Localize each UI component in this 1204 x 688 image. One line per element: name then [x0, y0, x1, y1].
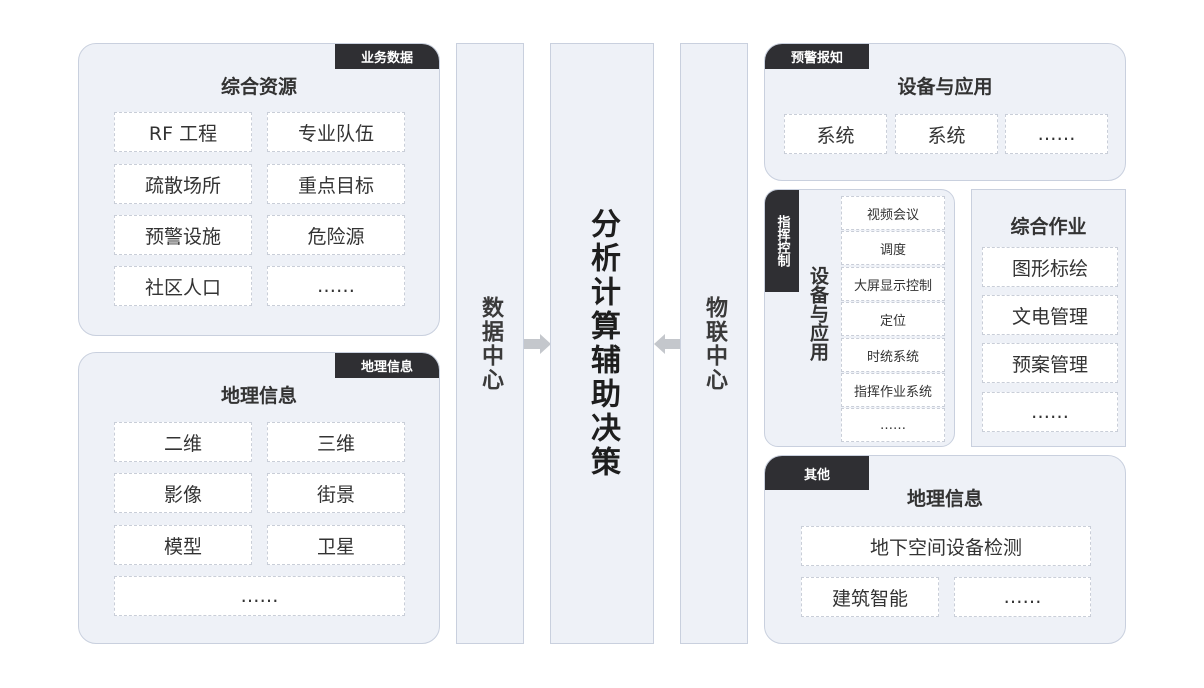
tag-business-data: 业务数据 — [335, 44, 439, 69]
item-more: …… — [841, 408, 945, 442]
item-satellite: 卫星 — [267, 525, 405, 565]
arrow-right-icon — [524, 334, 551, 354]
item-2d: 二维 — [114, 422, 252, 462]
label-data-center: 数据中心 — [478, 295, 503, 392]
item-telegram-management: 文电管理 — [982, 295, 1118, 335]
column-iot-center: 物联中心 — [680, 43, 748, 644]
item-graphic-plotting: 图形标绘 — [982, 247, 1118, 287]
item-building-intelligence: 建筑智能 — [801, 577, 939, 617]
item-community-population: 社区人口 — [114, 266, 252, 306]
label-analysis-decision: 分析计算辅助决策 — [585, 207, 620, 480]
arrow-left-icon — [654, 334, 681, 354]
panel-title-geo-info: 地理信息 — [220, 385, 297, 407]
panel-title-geo-info-other: 地理信息 — [906, 488, 983, 510]
item-more: …… — [267, 266, 405, 306]
panel-comprehensive-operations: 综合作业 图形标绘 文电管理 预案管理 …… — [971, 189, 1126, 447]
item-time-system: 时统系统 — [841, 338, 945, 372]
panel-command-control: 指挥控制 设备与应用 视频会议 调度 大屏显示控制 定位 时统系统 指挥作业系统… — [764, 189, 955, 447]
item-more: …… — [114, 576, 405, 616]
panel-early-warning: 预警报知 设备与应用 系统 系统 …… — [764, 43, 1126, 181]
item-street-view: 街景 — [267, 473, 405, 513]
item-plan-management: 预案管理 — [982, 343, 1118, 383]
panel-title-devices-apps: 设备与应用 — [897, 76, 993, 98]
item-rf-engineering: RF 工程 — [114, 112, 252, 152]
item-warning-facilities: 预警设施 — [114, 215, 252, 255]
panel-geo-info-left: 地理信息 地理信息 二维 三维 影像 街景 模型 卫星 …… — [78, 352, 440, 644]
item-more: …… — [954, 577, 1091, 617]
label-devices-apps-vertical: 设备与应用 — [807, 266, 829, 361]
item-command-operation-system: 指挥作业系统 — [841, 373, 945, 407]
tag-geo-info: 地理信息 — [335, 353, 439, 378]
item-underground-device-detection: 地下空间设备检测 — [801, 526, 1091, 566]
item-evacuation-sites: 疏散场所 — [114, 164, 252, 204]
item-3d: 三维 — [267, 422, 405, 462]
item-video-conference: 视频会议 — [841, 196, 945, 230]
item-more: …… — [1005, 114, 1108, 154]
label-iot-center: 物联中心 — [702, 295, 727, 392]
item-system-2: 系统 — [895, 114, 998, 154]
item-hazard-sources: 危险源 — [267, 215, 405, 255]
item-key-targets: 重点目标 — [267, 164, 405, 204]
item-professional-team: 专业队伍 — [267, 112, 405, 152]
item-positioning: 定位 — [841, 302, 945, 336]
tag-command-control: 指挥控制 — [765, 190, 799, 292]
panel-title-comprehensive-resources: 综合资源 — [220, 76, 297, 98]
item-more: …… — [982, 392, 1118, 432]
panel-business-data: 业务数据 综合资源 RF 工程 专业队伍 疏散场所 重点目标 预警设施 危险源 … — [78, 43, 440, 336]
item-big-screen-control: 大屏显示控制 — [841, 267, 945, 301]
tag-other: 其他 — [765, 456, 869, 490]
column-analysis-decision: 分析计算辅助决策 — [550, 43, 654, 644]
item-model: 模型 — [114, 525, 252, 565]
column-data-center: 数据中心 — [456, 43, 524, 644]
item-system-1: 系统 — [784, 114, 887, 154]
panel-title-comprehensive-operations: 综合作业 — [1010, 216, 1087, 238]
item-imagery: 影像 — [114, 473, 252, 513]
tag-early-warning: 预警报知 — [765, 44, 869, 69]
panel-other: 其他 地理信息 地下空间设备检测 建筑智能 …… — [764, 455, 1126, 644]
item-dispatch: 调度 — [841, 231, 945, 265]
